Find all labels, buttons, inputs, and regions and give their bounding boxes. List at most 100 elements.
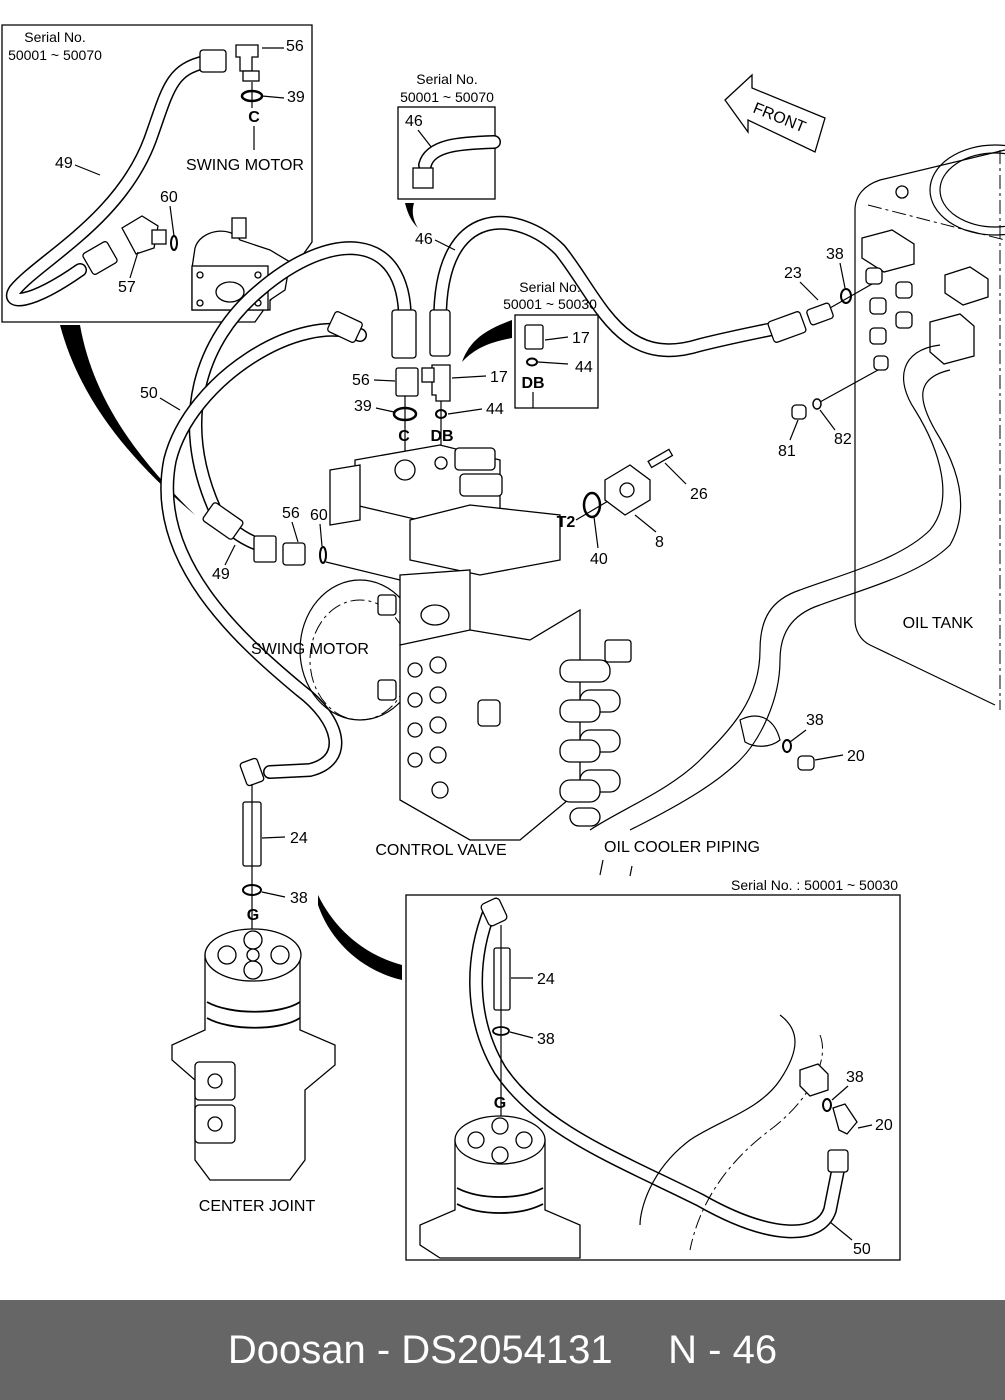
callout-49-main: 49 [212,566,230,583]
footer-text: Doosan - DS2054131 N - 46 [227,1327,778,1372]
port-boss [231,217,247,239]
tee-fitting-17 [431,364,451,402]
callout-60-swing: 60 [310,507,328,524]
inset-db-port: Serial No. 50001 ~ 50030 DB 17 44 [503,279,599,409]
port-g-label: G [247,907,259,924]
center-joint-label: CENTER JOINT [199,1198,316,1215]
inset-serial-label: Serial No. [416,71,477,87]
callout-50-main: 50 [140,385,158,402]
inset-serial-range: 50001 ~ 50070 [400,89,494,105]
callout-20-cooler: 20 [847,748,865,765]
fitting-nut [242,70,260,82]
inset-serial-range: 50001 ~ 50030 [503,296,597,312]
port-db-label-main: DB [430,428,453,445]
control-valve-label: CONTROL VALVE [375,842,506,859]
fitting-thread [151,229,167,245]
hose-fitting [199,49,227,73]
o-ring-60 [319,546,327,564]
spool-caps [559,659,621,827]
hose-elbow [239,757,265,787]
inset-center-joint: Serial No. : 50001 ~ 50030 24 38 G 38 20 [405,877,901,1261]
callout-57: 57 [118,279,136,296]
callout-82: 82 [834,431,852,448]
inset-pointer [405,203,418,228]
tee-branch [421,367,435,383]
o-ring-38 [822,1098,832,1112]
elbow-20 [832,1103,858,1135]
front-arrow-icon: FRONT [724,73,826,153]
tank-bracket [861,229,915,273]
callout-44: 44 [575,359,593,376]
adapter-23 [806,302,834,326]
callout-38-tank: 38 [826,246,844,263]
inset-pointer [462,320,512,362]
plug-20 [797,755,815,771]
callout-46: 46 [405,113,423,130]
port-c-label: C [248,109,260,126]
callout-46-main: 46 [415,231,433,248]
swing-motor-label: SWING MOTOR [186,157,304,174]
callout-56-swing: 56 [282,505,300,522]
solenoid [459,473,503,497]
hose-fitting [82,241,118,275]
hose-fitting [391,309,417,359]
callout-50: 50 [853,1241,871,1258]
o-ring-40 [582,491,602,519]
inset-serial-label: Serial No. [519,279,580,295]
callout-26: 26 [690,486,708,503]
swing-motor-label-main: SWING MOTOR [251,641,369,658]
callout-20: 20 [875,1117,893,1134]
port-c-label-main: C [398,428,410,445]
port-g-label: G [494,1095,506,1112]
inset-pointer [60,325,195,515]
valve-ports [407,656,449,799]
hose-fitting [429,309,451,357]
callout-17: 17 [572,330,590,347]
inset-pointer [318,895,402,980]
hose-elbow [480,897,508,927]
connector-24 [493,947,511,1011]
control-valve-assembly [299,444,632,841]
callout-56: 56 [286,38,304,55]
callout-81: 81 [778,443,796,460]
oil-tank-label: OIL TANK [903,615,974,632]
adapter-17 [524,324,544,350]
oil-tank: OIL TANK [589,144,1005,831]
inset-hose-46: Serial No. 50001 ~ 50070 46 [397,71,501,200]
tank-flange [929,313,975,365]
port-db-label: DB [521,375,544,392]
callout-23: 23 [784,265,802,282]
inset-serial-label: Serial No. [24,29,85,45]
callout-39: 39 [287,89,305,106]
callout-38-b: 38 [846,1069,864,1086]
center-joint [171,928,336,1181]
plug-81 [791,404,807,420]
callout-17-main: 17 [490,369,508,386]
inset-swing-motor: Serial No. 50001 ~ 50070 C SWING MOTOR 5… [1,24,313,323]
callout-56-main: 56 [352,372,370,389]
parts-diagram: Serial No. 50001 ~ 50070 C SWING MOTOR 5… [1,24,1005,1261]
hose-fitting [327,311,363,343]
o-ring-38 [242,884,262,896]
bolt-26 [647,448,674,469]
inset-serial-text: Serial No. : 50001 ~ 50030 [731,877,898,893]
center-joint-variant [419,1115,581,1259]
callout-44-main: 44 [486,401,504,418]
hose-nut [827,1149,849,1173]
adapter-56 [395,367,419,397]
o-ring-44 [526,357,538,367]
port-t2-label: T2 [557,514,576,531]
callout-60: 60 [160,189,178,206]
tank-bracket [944,266,989,306]
footer-banner: Doosan - DS2054131 N - 46 [0,1300,1005,1400]
callout-38-cj: 38 [290,890,308,907]
hose-fitting [202,502,244,540]
inset-serial-range: 50001 ~ 50070 [8,47,102,63]
hose-fitting [767,311,807,343]
callout-8: 8 [655,534,664,551]
o-ring-38 [782,739,792,753]
adapter-56 [282,542,306,566]
hose-nut [253,535,277,563]
callout-24: 24 [537,971,555,988]
hose-nut [412,167,434,189]
